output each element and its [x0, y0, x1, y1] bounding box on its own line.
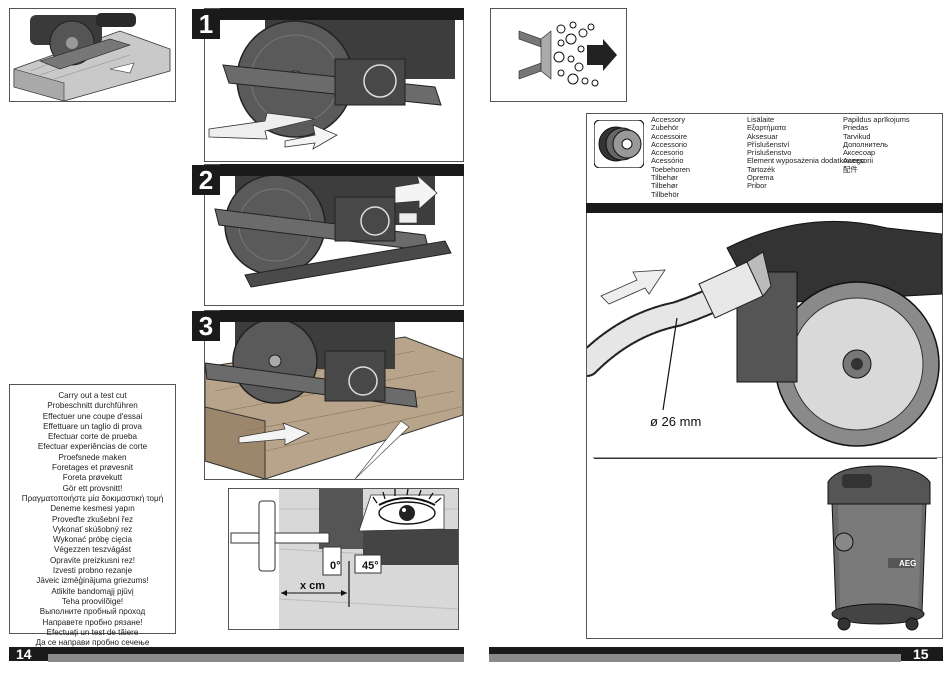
accessory-label: Accessory	[651, 115, 686, 124]
step-3-bar	[220, 310, 464, 322]
step-1-illustration	[208, 19, 455, 150]
accessory-label: Acessório	[651, 156, 684, 166]
accessory-label: Tarvikud	[843, 131, 871, 141]
translation-item: Jāveic izmēģinājuma griezums!	[36, 576, 149, 586]
accessory-label: Accesorii	[843, 156, 873, 166]
accessory-label: Accessoire	[651, 131, 688, 141]
saw-blade-icon	[593, 119, 645, 169]
accessory-label: Аксесоар	[843, 148, 876, 158]
translation-item: Wykonać próbę cięcia	[52, 535, 133, 545]
accessory-divider-bar	[586, 203, 943, 213]
accessory-label: Tillbehör	[651, 189, 680, 199]
accessory-label: Дополнитель	[843, 139, 889, 149]
thumbnail-saw-on-board	[9, 8, 176, 102]
translation-item: Probeschnitt durchführen	[47, 401, 138, 411]
translation-item: Gör ett provsnitt!	[62, 483, 123, 493]
saw-hose-illustration	[574, 214, 943, 459]
accessory-label: Tilbehør	[651, 181, 678, 191]
translation-item: Izvesti probno rezanje	[52, 566, 133, 576]
accessory-label: Papildus aprīkojums	[843, 115, 910, 124]
translation-item: Proveďte zkušební řez	[51, 514, 133, 524]
translation-item: Effectuer une coupe d'essai	[42, 411, 143, 421]
distance-label: x cm	[300, 580, 326, 592]
accessory-label: Tartozék	[747, 164, 775, 174]
translation-item: Efectuar corte de prueba	[47, 432, 138, 442]
accessory-label: Tilbehør	[651, 173, 678, 183]
accessory-label: Priedas	[843, 123, 869, 133]
translation-item: Atlikite bandomąjį pjūvį	[51, 586, 134, 596]
step-1-panel	[204, 8, 464, 162]
step-2-illustration	[214, 173, 452, 288]
translation-item: Deneme kesmesi yapın	[50, 504, 135, 514]
accessory-label: Aksesuar	[747, 131, 778, 141]
step-2-bar	[220, 164, 464, 176]
translation-item: Направете пробно рязане!	[42, 617, 143, 627]
accessory-label: Accessorio	[651, 139, 688, 149]
dust-extraction-symbol-panel	[490, 8, 627, 102]
translation-item: Foretages et prøvesnit	[52, 463, 133, 473]
accessory-label: Εξαρτήματα	[747, 123, 787, 133]
thumbnail-illustration	[13, 13, 171, 101]
translation-item: Carry out a test cut	[58, 391, 127, 400]
accessory-label: Toebehoren	[651, 164, 691, 174]
translation-item: Πραγματοποιήστε μία δοκιμαστική τομή	[21, 493, 164, 503]
step-3-number: 3	[192, 311, 220, 341]
translation-item: Effettuare un taglio di prova	[43, 421, 142, 431]
step-1-number: 1	[192, 9, 220, 39]
accessory-label: 配件	[843, 164, 858, 174]
translation-item: Foreta prøvekutt	[62, 473, 123, 483]
angle-45-label: 45°	[362, 560, 379, 572]
angle-0-label: 0°	[330, 560, 341, 572]
accessory-symbol	[593, 119, 645, 169]
step-2-number: 2	[192, 165, 220, 195]
vacuum-illustration	[818, 462, 940, 634]
right-page-number: 15	[913, 646, 929, 662]
translation-item: Opravite preizkusni rez!	[49, 555, 136, 565]
accessory-label: Oprema	[747, 173, 774, 183]
step-2-panel	[204, 164, 464, 306]
hose-diameter-label: ø 26 mm	[650, 414, 702, 429]
translation-item: Végezzen teszvágást	[54, 545, 131, 555]
step-1-bar	[220, 8, 464, 20]
aeg-logo: AEG	[899, 559, 917, 568]
accessory-label: Lisälaite	[747, 115, 775, 124]
accessory-label: Příslušenství	[747, 139, 790, 149]
cut-detail-illustration	[230, 489, 458, 629]
dust-extraction-icon	[518, 21, 617, 87]
step-3-panel	[204, 310, 464, 480]
translation-item: Proefsnede maken	[58, 452, 127, 462]
accessory-label: Accesorio	[651, 148, 684, 158]
translation-item: Vykonať skúšobný rez	[52, 524, 133, 534]
section-separator	[594, 458, 937, 459]
translation-item: Efectuaţi un test de tăiere	[46, 627, 139, 637]
accessory-label: Pribor	[747, 181, 767, 191]
cut-detail-panel	[228, 488, 459, 630]
accessory-label: Element wyposażenia dodatkowego	[747, 156, 865, 166]
right-footer-stripe	[489, 654, 901, 662]
translation-item: Teha proovilõige!	[61, 596, 124, 606]
translation-item: Efectuar experiências de corte	[37, 442, 148, 452]
left-footer-stripe	[48, 654, 464, 662]
translation-item: Выполните пробный проход	[39, 607, 146, 617]
accessory-label: Príslušenstvo	[747, 148, 792, 158]
accessory-label: Zubehör	[651, 123, 679, 133]
left-page-number: 14	[16, 646, 32, 662]
translation-item: Да се направи пробно сечење	[35, 638, 150, 648]
step-3-illustration	[205, 318, 463, 479]
